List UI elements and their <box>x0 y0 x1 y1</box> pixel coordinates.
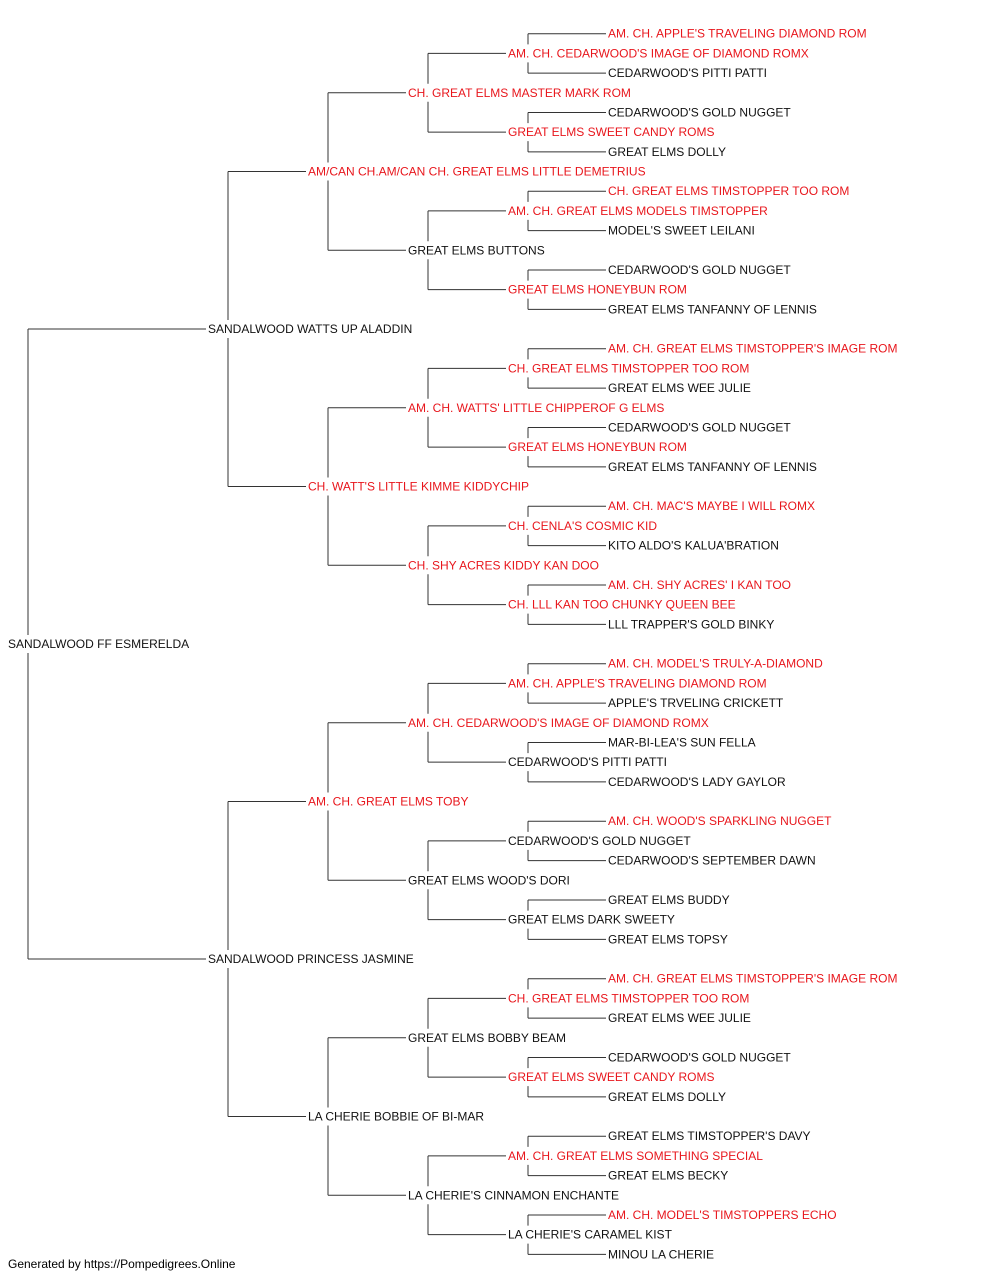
ancestor-name: CEDARWOOD'S GOLD NUGGET <box>608 263 791 277</box>
ancestor-name: AM. CH. SHY ACRES' I KAN TOO <box>608 578 791 592</box>
ancestor-name: AM. CH. APPLE'S TRAVELING DIAMOND ROM <box>608 27 867 41</box>
ancestor-name: GREAT ELMS HONEYBUN ROM <box>508 440 687 454</box>
ancestor-name: AM. CH. CEDARWOOD'S IMAGE OF DIAMOND ROM… <box>508 46 809 60</box>
ancestor-name: GREAT ELMS DOLLY <box>608 1090 726 1104</box>
ancestor-name: CEDARWOOD'S LADY GAYLOR <box>608 775 786 789</box>
ancestor-name: GREAT ELMS WEE JULIE <box>608 1011 751 1025</box>
ancestor-name: GREAT ELMS DARK SWEETY <box>508 913 675 927</box>
ancestor-name: AM. CH. GREAT ELMS TIMSTOPPER'S IMAGE RO… <box>608 972 897 986</box>
ancestor-name: AM. CH. GREAT ELMS MODELS TIMSTOPPER <box>508 204 768 218</box>
ancestor-name: APPLE'S TRVELING CRICKETT <box>608 696 784 710</box>
ancestor-name: AM. CH. MAC'S MAYBE I WILL ROMX <box>608 499 815 513</box>
ancestor-name: GREAT ELMS SWEET CANDY ROMS <box>508 125 714 139</box>
ancestor-name: GREAT ELMS BOBBY BEAM <box>408 1031 566 1045</box>
ancestor-name: AM. CH. APPLE'S TRAVELING DIAMOND ROM <box>508 676 767 690</box>
ancestor-name: AM. CH. GREAT ELMS TIMSTOPPER'S IMAGE RO… <box>608 342 897 356</box>
ancestor-name: GREAT ELMS WOOD'S DORI <box>408 873 570 887</box>
ancestor-name: AM. CH. WOOD'S SPARKLING NUGGET <box>608 814 832 828</box>
ancestor-name: AM/CAN CH.AM/CAN CH. GREAT ELMS LITTLE D… <box>308 165 646 179</box>
ancestor-name: GREAT ELMS DOLLY <box>608 145 726 159</box>
ancestor-name: GREAT ELMS TANFANNY OF LENNIS <box>608 460 817 474</box>
subject-dog-name: SANDALWOOD FF ESMERELDA <box>8 637 189 651</box>
generated-by-footer: Generated by https://Pompedigrees.Online <box>8 1257 236 1271</box>
ancestor-name: CH. GREAT ELMS TIMSTOPPER TOO ROM <box>508 991 749 1005</box>
pedigree-names: SANDALWOOD FF ESMERELDA SANDALWOOD WATTS … <box>8 27 897 1262</box>
ancestor-name: CH. LLL KAN TOO CHUNKY QUEEN BEE <box>508 598 736 612</box>
pedigree-connectors <box>27 33 606 1255</box>
ancestor-name: CEDARWOOD'S GOLD NUGGET <box>608 105 791 119</box>
ancestor-name: CEDARWOOD'S PITTI PATTI <box>608 66 767 80</box>
ancestor-name: GREAT ELMS BUTTONS <box>408 243 545 257</box>
ancestor-name: GREAT ELMS WEE JULIE <box>608 381 751 395</box>
ancestor-name: CH. WATT'S LITTLE KIMME KIDDYCHIP <box>308 480 529 494</box>
ancestor-name: LLL TRAPPER'S GOLD BINKY <box>608 617 774 631</box>
ancestor-name: AM. CH. MODEL'S TIMSTOPPERS ECHO <box>608 1208 837 1222</box>
ancestor-name: CH. GREAT ELMS TIMSTOPPER TOO ROM <box>508 361 749 375</box>
ancestor-name: CEDARWOOD'S PITTI PATTI <box>508 755 667 769</box>
ancestor-name: AM. CH. WATTS' LITTLE CHIPPEROF G ELMS <box>408 401 664 415</box>
ancestor-name: GREAT ELMS TIMSTOPPER'S DAVY <box>608 1129 811 1143</box>
ancestor-name: AM. CH. MODEL'S TRULY-A-DIAMOND <box>608 657 823 671</box>
ancestor-name: AM. CH. GREAT ELMS SOMETHING SPECIAL <box>508 1149 763 1163</box>
ancestor-name: CEDARWOOD'S SEPTEMBER DAWN <box>608 854 816 868</box>
ancestor-name: CH. GREAT ELMS MASTER MARK ROM <box>408 86 631 100</box>
ancestor-name: LA CHERIE'S CARAMEL KIST <box>508 1228 673 1242</box>
ancestor-name: CH. CENLA'S COSMIC KID <box>508 519 657 533</box>
ancestor-name: SANDALWOOD PRINCESS JASMINE <box>208 952 414 966</box>
ancestor-name: GREAT ELMS BUDDY <box>608 893 730 907</box>
ancestor-name: LA CHERIE'S CINNAMON ENCHANTE <box>408 1188 619 1202</box>
ancestor-name: CEDARWOOD'S GOLD NUGGET <box>508 834 691 848</box>
ancestor-name: AM. CH. GREAT ELMS TOBY <box>308 795 468 809</box>
ancestor-name: CH. SHY ACRES KIDDY KAN DOO <box>408 558 599 572</box>
ancestor-name: GREAT ELMS BECKY <box>608 1169 728 1183</box>
ancestor-name: KITO ALDO'S KALUA'BRATION <box>608 539 779 553</box>
ancestor-name: GREAT ELMS SWEET CANDY ROMS <box>508 1070 714 1084</box>
ancestor-name: AM. CH. CEDARWOOD'S IMAGE OF DIAMOND ROM… <box>408 716 709 730</box>
ancestor-name: MAR-BI-LEA'S SUN FELLA <box>608 735 756 749</box>
ancestor-name: GREAT ELMS HONEYBUN ROM <box>508 283 687 297</box>
ancestor-name: SANDALWOOD WATTS UP ALADDIN <box>208 322 412 336</box>
ancestor-name: CEDARWOOD'S GOLD NUGGET <box>608 420 791 434</box>
ancestor-name: GREAT ELMS TOPSY <box>608 932 728 946</box>
ancestor-name: MODEL'S SWEET LEILANI <box>608 224 755 238</box>
ancestor-name: CH. GREAT ELMS TIMSTOPPER TOO ROM <box>608 184 849 198</box>
ancestor-name: MINOU LA CHERIE <box>608 1247 714 1261</box>
ancestor-name: LA CHERIE BOBBIE OF BI-MAR <box>308 1110 484 1124</box>
ancestor-name: CEDARWOOD'S GOLD NUGGET <box>608 1050 791 1064</box>
ancestor-name: GREAT ELMS TANFANNY OF LENNIS <box>608 302 817 316</box>
